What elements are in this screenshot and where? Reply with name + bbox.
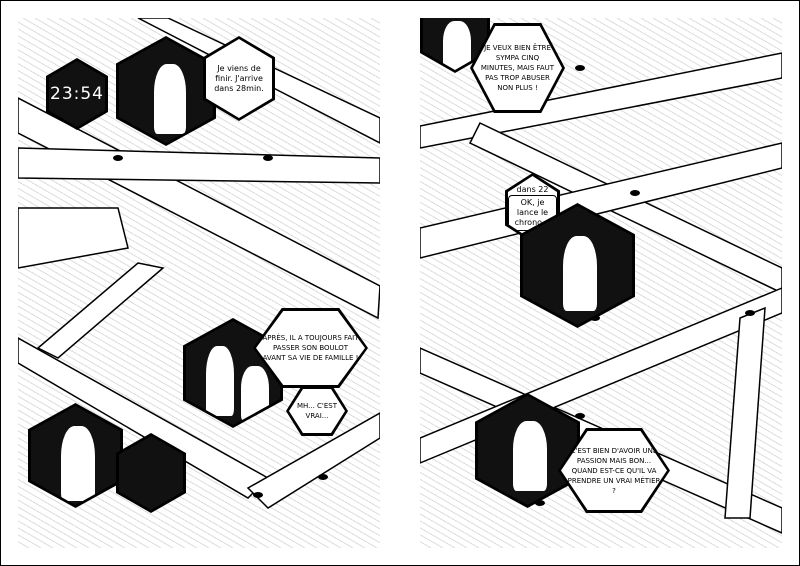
panel-man-phone — [520, 203, 635, 328]
comic-page-right: Je veux bien être sympa cinq minutes, ma… — [420, 18, 782, 548]
character-figure — [154, 64, 186, 134]
panel-album-cover — [116, 433, 186, 513]
panel-woman-phone — [116, 36, 216, 146]
speech-bubble-mh: Mh... c'est vrai... — [286, 386, 348, 436]
sms-text: Je viens de finir. J'arrive dans 28min. — [214, 63, 264, 93]
clock-time: 23:54 — [50, 84, 104, 104]
panel-woman-top — [420, 18, 490, 73]
speech-bubble-passion: C'est bien d'avoir une passion mais bon.… — [558, 428, 670, 513]
comic-page-left: 23:54 Je viens de finir. J'arrive dans 2… — [18, 18, 380, 548]
